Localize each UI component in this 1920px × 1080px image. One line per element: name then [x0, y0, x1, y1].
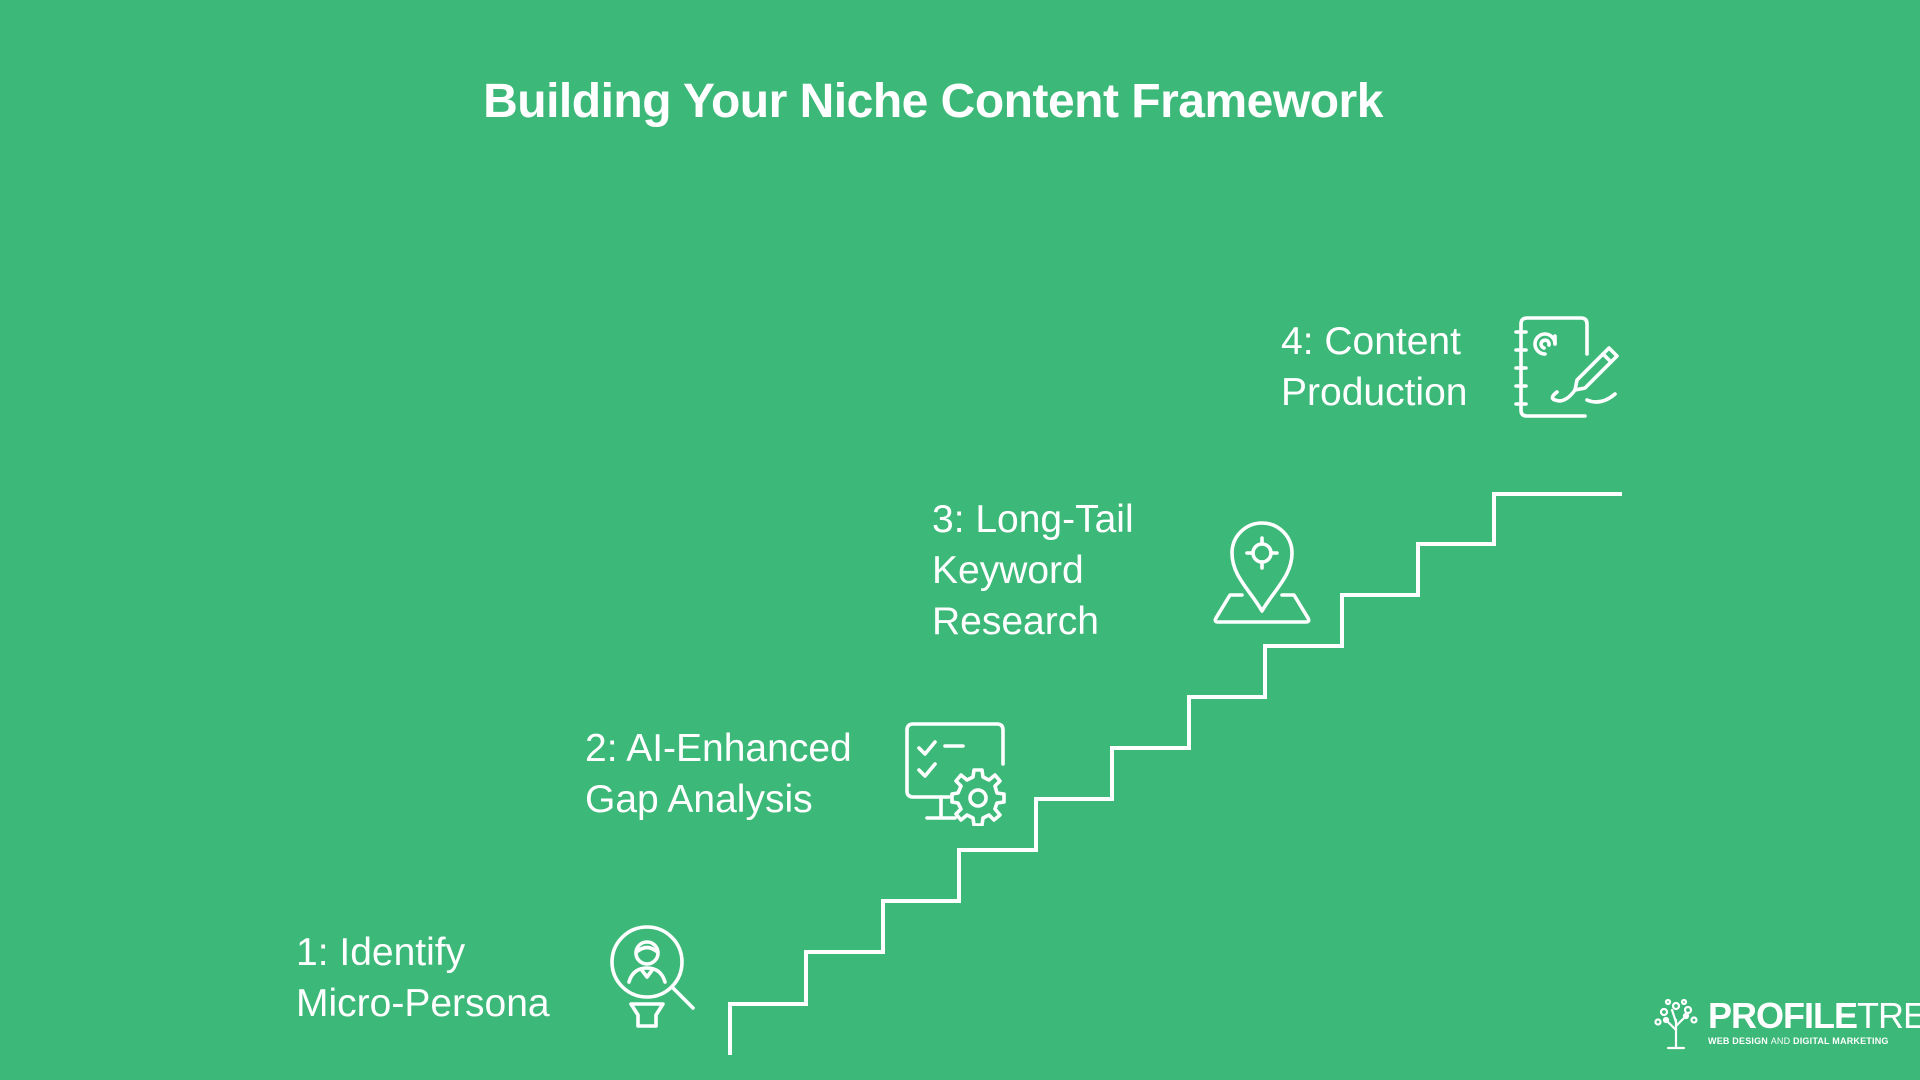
step-2-label: 2: AI-Enhanced Gap Analysis	[585, 723, 852, 825]
notebook-pen-icon	[1513, 314, 1623, 422]
logo-tagline-and: AND	[1770, 1036, 1791, 1046]
logo-name-thin: TREE	[1857, 995, 1920, 1036]
step-1-label: 1: Identify Micro-Persona	[296, 927, 550, 1029]
step-1-line-2: Micro-Persona	[296, 982, 550, 1025]
step-2-line-1: 2: AI-Enhanced	[585, 727, 852, 770]
step-3-label: 3: Long-Tail Keyword Research	[932, 494, 1134, 647]
logo-tagline-a: WEB DESIGN	[1708, 1036, 1769, 1046]
step-3-line-1: 3: Long-Tail	[932, 498, 1134, 541]
step-4-line-2: Production	[1281, 371, 1468, 414]
step-2-line-2: Gap Analysis	[585, 778, 813, 821]
logo-tagline-b: DIGITAL MARKETING	[1793, 1036, 1889, 1046]
profiletree-logo: PROFILETREE WEB DESIGN AND DIGITAL MARKE…	[1652, 996, 1920, 1052]
step-1-line-1: 1: Identify	[296, 931, 466, 974]
step-3-line-3: Research	[932, 600, 1099, 643]
logo-name-bold: PROFILE	[1708, 995, 1858, 1036]
location-pin-icon	[1210, 518, 1314, 626]
step-3-line-2: Keyword	[932, 549, 1084, 592]
logo-wordmark: PROFILETREE	[1708, 996, 1920, 1036]
step-4-label: 4: Content Production	[1281, 316, 1467, 418]
logo-tagline: WEB DESIGN AND DIGITAL MARKETING	[1708, 1036, 1889, 1046]
diagram-title: Building Your Niche Content Framework	[483, 75, 1383, 128]
tree-icon	[1654, 998, 1698, 1050]
checklist-gear-icon	[903, 720, 1013, 826]
persona-search-icon	[605, 922, 697, 1030]
step-4-line-1: 4: Content	[1281, 320, 1461, 363]
